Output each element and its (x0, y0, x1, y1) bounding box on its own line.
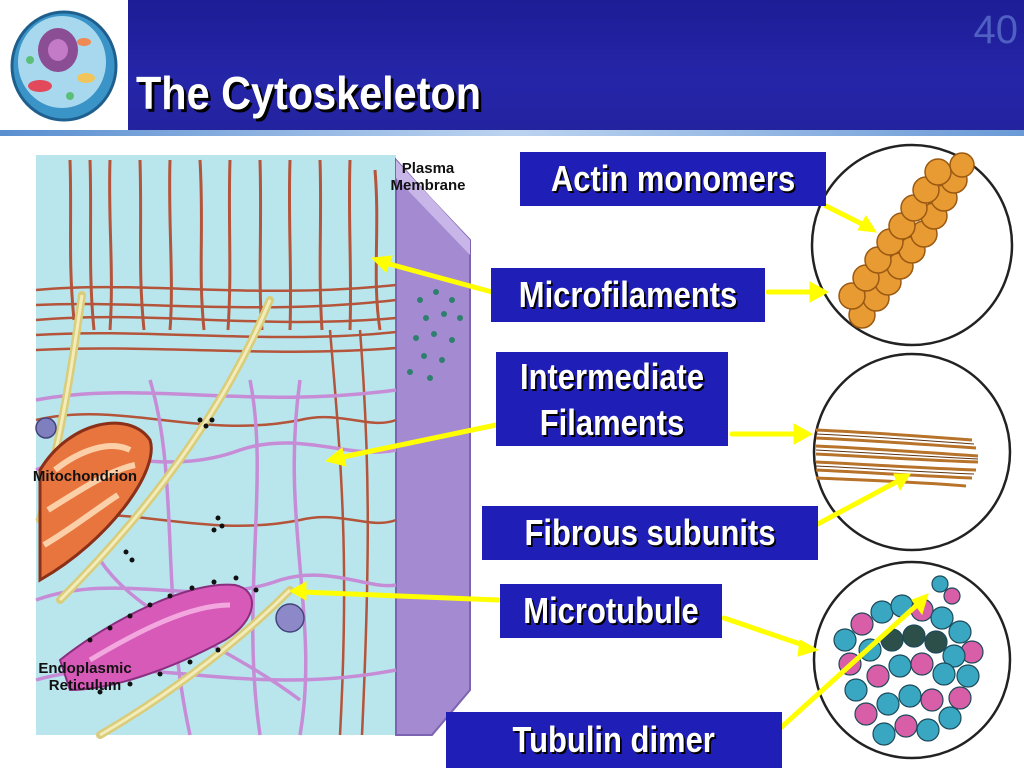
intermediate-filaments-label: Intermediate Filaments (496, 352, 728, 446)
intermediate-text-line1: Intermediate (519, 356, 705, 397)
slide-header (0, 0, 1024, 130)
membrane-proteins (407, 289, 463, 381)
fibrous-subunits-label: Fibrous subunits (482, 506, 818, 560)
plasma-label-line2: Membrane (390, 177, 466, 194)
plasma-membrane (395, 157, 471, 736)
vesicle (275, 603, 305, 633)
microtubule-zoom-circle (812, 560, 1012, 760)
header-stripe (0, 130, 1024, 136)
tubulin-dimer-text: Tubulin dimer (512, 719, 716, 760)
actin-monomers-label: Actin monomers (520, 152, 826, 206)
actin-monomers-text: Actin monomers (550, 158, 796, 199)
er-label: Endoplasmic Reticulum (18, 660, 152, 694)
er-ribosomes (87, 575, 259, 695)
vesicle (35, 417, 57, 439)
slide-title: The Cytoskeleton (136, 67, 482, 119)
slide-number: 40 (973, 8, 1019, 52)
er-label-line2: Reticulum (48, 677, 122, 694)
microtubule-label: Microtubule (500, 584, 722, 638)
plasma-label-line1: Plasma (401, 160, 455, 177)
actin-zoom-circle (810, 143, 1014, 347)
endoplasmic-reticulum (58, 583, 253, 692)
mitochondrion (38, 421, 153, 583)
free-ribosomes (123, 417, 225, 563)
microfilaments-text: Microfilaments (518, 274, 738, 315)
intermediate-zoom-circle (812, 352, 1012, 552)
actin-beads (838, 152, 975, 329)
plasma-membrane-label: Plasma Membrane (378, 160, 478, 194)
er-label-line1: Endoplasmic (38, 660, 132, 677)
cell-logo-icon (10, 10, 118, 122)
microtubule-text: Microtubule (523, 590, 699, 631)
tubulin-dimer-label: Tubulin dimer (446, 712, 782, 768)
pointer-arrows (288, 203, 929, 735)
cell-logo (0, 0, 128, 130)
intermediate-text-line2: Filaments (539, 402, 685, 443)
fibrous-strands (815, 428, 979, 488)
microfilaments-label: Microfilaments (491, 268, 765, 322)
mitochondrion-label: Mitochondrion (32, 468, 138, 485)
fibrous-subunits-text: Fibrous subunits (524, 512, 776, 553)
